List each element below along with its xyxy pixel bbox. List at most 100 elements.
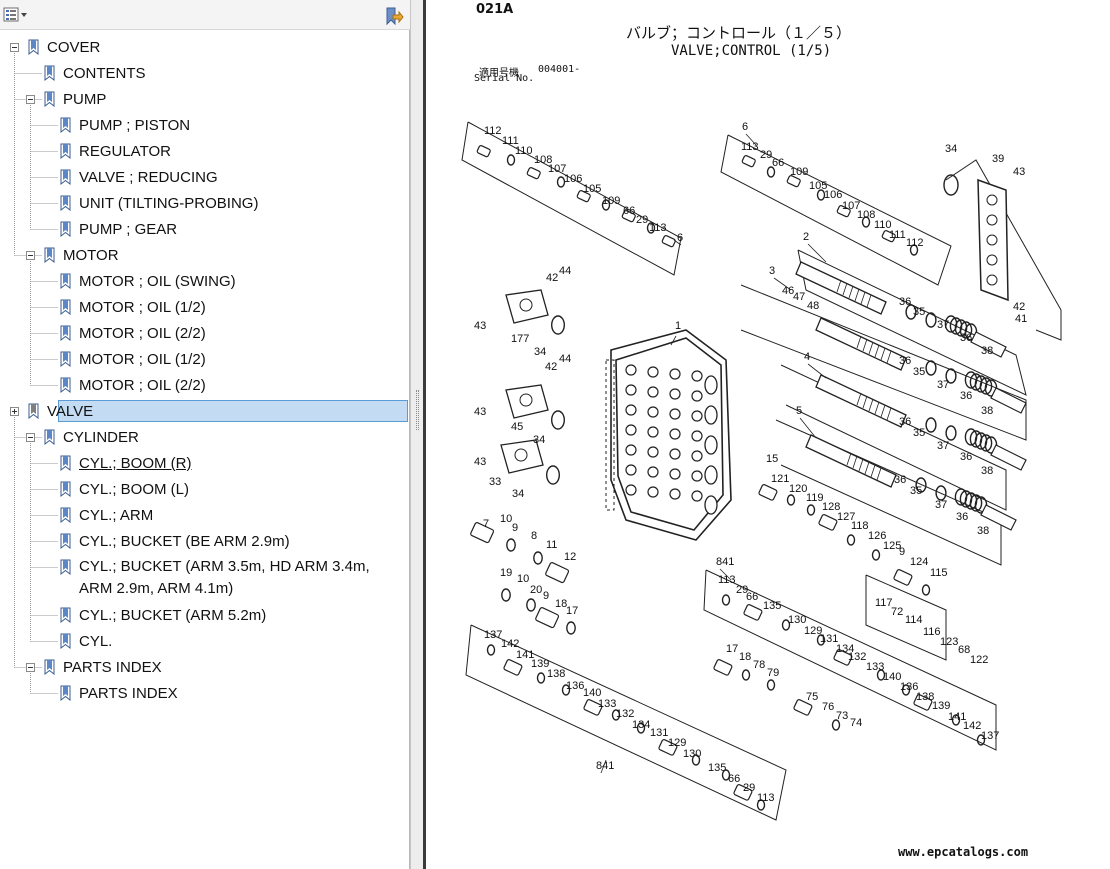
bookmark-item[interactable]: CYLINDER (0, 425, 408, 451)
o-ring-part (901, 684, 911, 696)
bookmark-label: VALVE (47, 403, 94, 420)
bookmark-item[interactable]: CYL.; BOOM (R) (0, 451, 408, 477)
part-number-callout: 135 (708, 762, 726, 774)
group-frame-spool-5 (775, 419, 1002, 566)
part-number-callout: 139 (932, 700, 950, 712)
bookmark-item[interactable]: CYL.; BUCKET (ARM 3.5m, HD ARM 3.4m, ARM… (0, 555, 408, 597)
spool-land (876, 467, 882, 481)
spool-land (880, 404, 886, 418)
port-hole (669, 448, 681, 460)
spool-land (852, 455, 858, 469)
collapse-toggle-icon[interactable] (26, 251, 35, 260)
port-hole (647, 426, 659, 438)
part-number-callout: 111 (502, 135, 519, 147)
fitting-part (758, 484, 778, 501)
o-ring-part (909, 244, 919, 256)
leader-line (719, 568, 732, 581)
part-number-callout: 10 (500, 513, 512, 525)
o-ring-part (526, 598, 536, 612)
o-ring-part (486, 644, 496, 656)
collapse-toggle-icon[interactable] (10, 43, 19, 52)
part-number-callout: 177 (511, 333, 529, 345)
spool-bore (704, 375, 718, 395)
bookmark-item[interactable]: CYL.; BUCKET (BE ARM 2.9m) (0, 529, 408, 555)
splitter-grip[interactable] (416, 390, 419, 430)
group-frame-841-left (465, 624, 787, 821)
bookmark-item[interactable]: MOTOR ; OIL (2/2) (0, 373, 408, 399)
bookmark-icon (60, 299, 71, 315)
bookmark-item[interactable]: REGULATOR (0, 139, 408, 165)
part-number-callout: 110 (515, 145, 533, 157)
bookmark-item[interactable]: VALVE ; REDUCING (0, 165, 408, 191)
bookmark-item[interactable]: COVER (0, 35, 408, 61)
o-ring-part (741, 669, 751, 681)
bookmark-item[interactable]: CONTENTS (0, 61, 408, 87)
bookmark-item[interactable]: MOTOR (0, 243, 408, 269)
group-frame-841-right (703, 569, 997, 751)
port-hole (625, 484, 637, 496)
collapse-toggle-icon[interactable] (26, 95, 35, 104)
expand-toggle-icon[interactable] (10, 407, 19, 416)
part-number-callout: 36 (899, 355, 911, 367)
part-number-callout: 36 (899, 416, 911, 428)
bookmark-item[interactable]: CYL.; BOOM (L) (0, 477, 408, 503)
bookmark-item[interactable]: MOTOR ; OIL (SWING) (0, 269, 408, 295)
spool-land (848, 285, 854, 299)
bookmark-item[interactable]: PUMP (0, 87, 408, 113)
collapse-toggle-icon[interactable] (26, 433, 35, 442)
bookmark-item[interactable]: PUMP ; PISTON (0, 113, 408, 139)
part-number-callout: 131 (820, 633, 838, 645)
bookmark-item[interactable]: MOTOR ; OIL (1/2) (0, 347, 408, 373)
o-ring-part (721, 769, 731, 781)
expand-bookmark-button[interactable] (384, 6, 404, 26)
bookmark-item[interactable]: PUMP ; GEAR (0, 217, 408, 243)
bookmark-item[interactable]: UNIT (TILTING-PROBING) (0, 191, 408, 217)
part-number-callout: 137 (981, 730, 999, 742)
part-number-callout: 33 (489, 476, 501, 488)
part-number-callout: 41 (1015, 313, 1027, 325)
o-ring-part (925, 360, 937, 376)
part-number-callout: 138 (916, 691, 934, 703)
bookmark-item[interactable]: MOTOR ; OIL (2/2) (0, 321, 408, 347)
o-ring-part (925, 417, 937, 433)
o-ring-part (969, 494, 983, 512)
part-number-callout: 130 (683, 748, 701, 760)
leader-line (773, 277, 792, 291)
part-number-callout: 37 (937, 319, 949, 331)
leader-line (799, 417, 817, 439)
exploded-parts-diagram: 1121111101081071061051096629113661132966… (461, 121, 1062, 821)
bookmark-options-button[interactable] (3, 6, 29, 24)
bookmark-item[interactable]: MOTOR ; OIL (1/2) (0, 295, 408, 321)
part-number-callout: 123 (940, 636, 958, 648)
part-number-callout: 127 (837, 511, 855, 523)
collapse-toggle-icon[interactable] (26, 663, 35, 672)
panel-splitter[interactable] (410, 0, 425, 869)
cover-port (986, 254, 998, 266)
part-number-callout: 141 (516, 649, 534, 661)
part-number-callout: 124 (910, 556, 928, 568)
bookmark-item[interactable]: VALVE (0, 399, 408, 425)
serial-value: 004001- (538, 64, 581, 75)
part-number-callout: 139 (531, 658, 549, 670)
bookmark-icon (60, 533, 71, 549)
part-number-callout: 17 (726, 643, 738, 655)
bookmark-item[interactable]: CYL.; BUCKET (ARM 5.2m) (0, 603, 408, 629)
bookmark-item[interactable]: PARTS INDEX (0, 655, 408, 681)
bookmark-item[interactable]: CYL. (0, 629, 408, 655)
bookmark-item[interactable]: CYL.; ARM (0, 503, 408, 529)
part-number-callout: 29 (743, 782, 755, 794)
port-hole (691, 490, 703, 502)
part-number-callout: 107 (842, 200, 860, 212)
fitting-part (913, 694, 933, 711)
part-number-callout: 108 (534, 154, 552, 166)
part-number-callout: 3 (769, 265, 775, 277)
o-ring-part (781, 619, 791, 631)
bookmark-label: MOTOR ; OIL (2/2) (79, 377, 206, 394)
bookmark-label: CYL.; BUCKET (BE ARM 2.9m) (79, 533, 290, 550)
bookmark-label: PUMP ; PISTON (79, 117, 191, 134)
fitting-part (793, 699, 813, 716)
part-number-callout: 111 (889, 229, 906, 241)
bookmark-item[interactable]: PARTS INDEX (0, 681, 408, 707)
port-hole (625, 384, 637, 396)
